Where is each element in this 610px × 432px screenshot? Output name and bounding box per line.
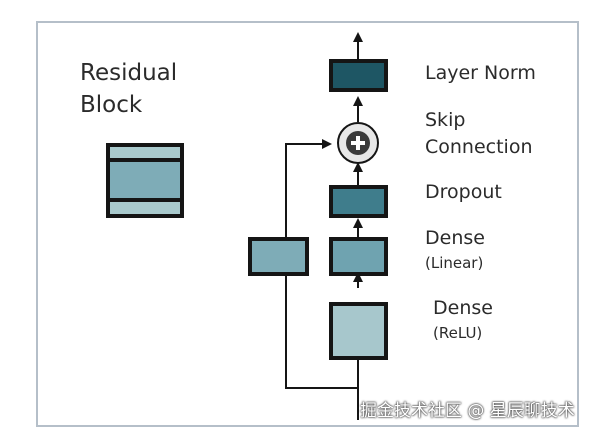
label-dense-linear: Dense — [425, 227, 485, 249]
icon-middle-band — [106, 158, 184, 202]
diagram-title-line1: Residual — [80, 60, 177, 86]
icon-top-band — [106, 143, 184, 162]
adder-icon — [337, 122, 379, 164]
diagram-title-line2: Block — [80, 92, 143, 118]
dense-relu-block — [329, 302, 388, 360]
outer-frame — [36, 21, 579, 427]
label-linear: (Linear) — [425, 254, 483, 272]
residual-block-icon — [106, 143, 184, 218]
label-connection: Connection — [425, 136, 533, 158]
label-skip: Skip — [425, 109, 465, 131]
layer-norm-block — [329, 59, 388, 92]
dropout-block — [329, 185, 388, 218]
label-layer-norm: Layer Norm — [425, 62, 536, 84]
icon-bottom-band — [106, 198, 184, 218]
label-dropout: Dropout — [425, 181, 502, 203]
dense-linear-block — [329, 237, 388, 276]
label-relu: (ReLU) — [433, 324, 482, 342]
label-dense-relu: Dense — [433, 297, 493, 319]
skip-dense-block — [248, 237, 309, 276]
watermark-text: 掘金技术社区 @ 星辰聊技术 — [360, 401, 575, 421]
